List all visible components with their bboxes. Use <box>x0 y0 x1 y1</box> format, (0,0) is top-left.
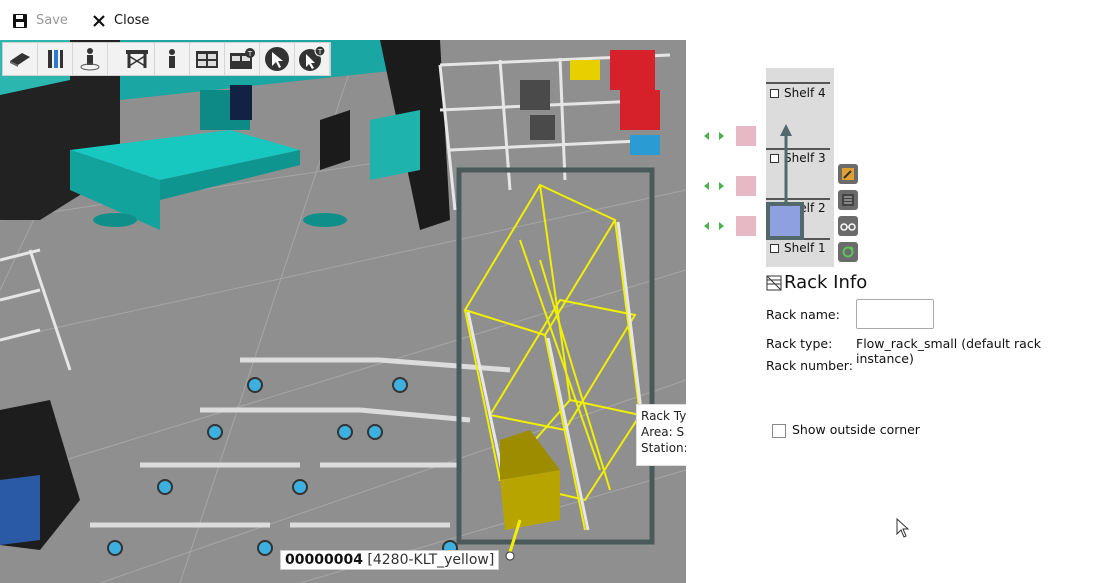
close-button[interactable]: Close <box>92 11 149 31</box>
scene-render <box>0 40 686 583</box>
arrow-left-icon[interactable] <box>704 132 709 140</box>
carrier-name: [4280-KLT_yellow] <box>367 552 495 568</box>
tool-select[interactable] <box>260 43 295 75</box>
rack-info-title-text: Rack Info <box>784 272 868 293</box>
arrow-left-icon[interactable] <box>704 182 709 190</box>
refresh-button[interactable] <box>838 242 858 262</box>
shelf-3[interactable]: Shelf 3 <box>770 151 830 165</box>
rack-name-input[interactable] <box>856 299 934 329</box>
arrow-right-icon[interactable] <box>719 132 724 140</box>
show-outside-corner-checkbox[interactable] <box>772 424 786 438</box>
storage-tool-icon <box>196 51 218 68</box>
select-cursor-icon <box>265 47 289 71</box>
shelf-label: Shelf 1 <box>784 241 826 255</box>
svg-text:T: T <box>247 50 253 58</box>
shelf-4[interactable]: Shelf 4 <box>770 86 830 100</box>
show-outside-corner-label: Show outside corner <box>792 422 920 437</box>
save-icon <box>13 14 27 28</box>
glasses-icon <box>840 223 856 231</box>
shelf-slot[interactable] <box>736 126 756 146</box>
mouse-cursor-icon <box>896 518 910 538</box>
list-button[interactable] <box>838 190 858 210</box>
edit-icon <box>842 168 854 180</box>
tool-select-t[interactable]: T <box>295 43 330 75</box>
shelf-1[interactable]: Shelf 1 <box>770 241 830 255</box>
save-button[interactable]: Save <box>12 11 68 31</box>
tool-worker[interactable] <box>73 43 108 75</box>
shelf-divider <box>766 82 830 84</box>
rack-number-label: Rack number: <box>766 358 853 373</box>
table-tool-icon <box>126 50 148 68</box>
rack-tool-icon <box>48 50 63 68</box>
rack-info-title: Rack Info <box>766 272 867 293</box>
worker-tool-icon <box>80 48 100 71</box>
shelf-divider <box>766 198 830 200</box>
tooltip-line: Rack Ty <box>641 409 686 423</box>
conveyor-tool-icon <box>10 53 30 67</box>
tool-conveyor[interactable] <box>3 43 38 75</box>
tool-table[interactable] <box>120 43 155 75</box>
save-label: Save <box>36 13 68 28</box>
rack-type-value: Flow_rack_small (default rack instance) <box>856 336 1041 366</box>
tool-storage-t[interactable]: T <box>225 43 260 75</box>
flow-arrow-overlay <box>766 124 804 240</box>
carrier-label: 00000004 [4280-KLT_yellow] <box>280 550 500 570</box>
storage-t-tool-icon: T <box>230 48 255 69</box>
rack-tooltip: Rack Ty Area: S Station: <box>636 404 686 466</box>
view-toolbar: T T <box>2 42 331 76</box>
shelf-3-arrows <box>704 132 724 140</box>
shelf-divider <box>766 148 830 150</box>
carrier-id: 00000004 <box>285 552 363 568</box>
arrow-left-icon[interactable] <box>704 222 709 230</box>
person-tool-icon <box>169 49 175 68</box>
shelf-label: Shelf 3 <box>784 151 826 165</box>
shelf-slot[interactable] <box>736 216 756 236</box>
refresh-icon <box>842 246 854 258</box>
rack-name-label: Rack name: <box>766 307 840 322</box>
arrow-right-icon[interactable] <box>719 222 724 230</box>
shelf-2-arrows <box>704 182 724 190</box>
tooltip-line: Station: <box>641 441 686 455</box>
tool-rack[interactable] <box>38 43 73 75</box>
shelf-label: Shelf 4 <box>784 86 826 100</box>
shelf-checkbox[interactable] <box>770 153 779 163</box>
shelf-slot[interactable] <box>736 176 756 196</box>
arrow-right-icon[interactable] <box>719 182 724 190</box>
view-button[interactable] <box>838 216 858 236</box>
shelf-1-arrows <box>704 222 724 230</box>
list-icon <box>842 194 854 206</box>
shelf-checkbox[interactable] <box>770 243 779 253</box>
tool-person[interactable] <box>155 43 190 75</box>
edit-button[interactable] <box>838 164 858 184</box>
tooltip-line: Area: S <box>641 425 685 439</box>
close-icon <box>93 15 105 27</box>
tool-storage[interactable] <box>190 43 225 75</box>
rack-type-label: Rack type: <box>766 336 833 351</box>
svg-text:T: T <box>317 48 323 56</box>
rack-shelves-panel: Shelf 4 Shelf 3 Shelf 2 Shelf 1 <box>766 68 834 267</box>
select-t-cursor-icon: T <box>299 45 326 71</box>
3d-viewport[interactable]: T T Rack Ty Area: S Station: 00000004 [4… <box>0 40 686 583</box>
rack-info-icon <box>766 275 782 290</box>
shelf-checkbox[interactable] <box>770 88 779 98</box>
top-toolbar: Save Close <box>0 0 686 41</box>
close-label: Close <box>114 13 150 28</box>
